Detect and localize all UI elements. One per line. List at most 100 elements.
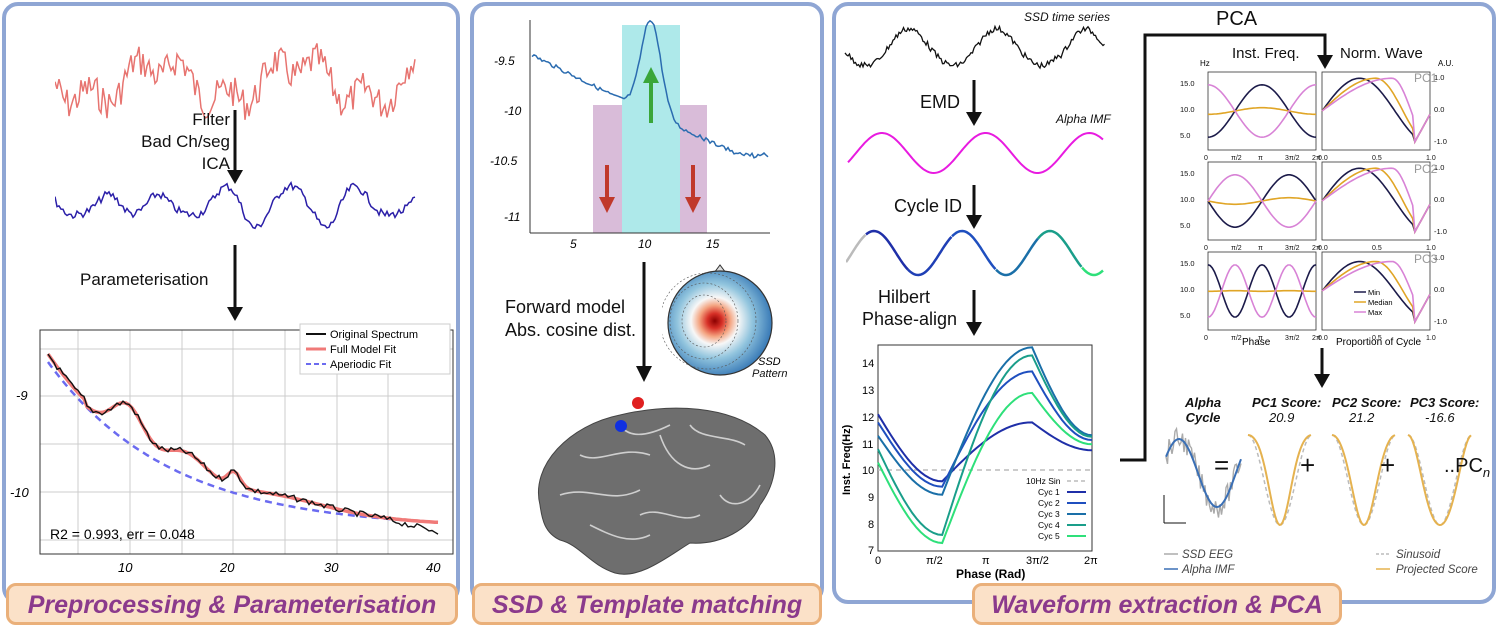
if-ytick-9: 9	[868, 492, 874, 504]
ssd-xtick-10: 10	[638, 237, 652, 251]
pca-left-ytick: 10.0	[1180, 105, 1195, 114]
equals-sign: =	[1214, 450, 1230, 480]
if-xtick-0: 0	[875, 555, 881, 567]
pca-xtick: 1.0	[1426, 155, 1436, 162]
pca-component-line	[1321, 167, 1431, 235]
arrow-down-scores	[1314, 348, 1330, 388]
pca-component-line	[1208, 289, 1316, 293]
if-ytick-12: 12	[862, 412, 874, 424]
plus-sign-2: +	[1380, 450, 1396, 480]
arrow-down-forward	[636, 262, 652, 382]
pca-xtick: 3π/2	[1285, 245, 1300, 252]
fooof-xtick-30: 30	[324, 560, 339, 574]
alpha-imf-trace	[847, 131, 1104, 175]
pca-xtick: 0.5	[1372, 245, 1382, 252]
cycle-segment	[846, 234, 867, 263]
pca-left-ytick: 15.0	[1180, 79, 1195, 88]
ssd-spectrum-plot: -9.5 -10 -10.5 -11 5 10 15	[490, 19, 770, 251]
pca-right-ytick: 1.0	[1434, 253, 1444, 262]
title-ssd: SSD & Template matching	[472, 583, 822, 625]
legend-ssd-eeg: SSD EEG	[1182, 549, 1233, 561]
fooof-xtick-10: 10	[118, 560, 133, 574]
if-xtick-2pi: 2π	[1084, 555, 1098, 567]
pc3-score-label: PC3 Score:	[1410, 395, 1480, 410]
pca-left-ytick: 10.0	[1180, 195, 1195, 204]
arrow-down-hilbert	[966, 290, 982, 336]
arrow-down-1	[227, 110, 243, 184]
pcn-text: ..PC	[1444, 455, 1483, 477]
legend-aperiodic: Aperiodic Fit	[330, 359, 391, 371]
cycle-id-label: Cycle ID	[894, 196, 963, 216]
fooof-spectrum-plot: -9 -10 10 20 30 40 Original Spectrum Ful…	[10, 323, 454, 574]
alpha-cycle-label: Alpha Cycle	[1178, 395, 1228, 425]
pca-component-line	[1321, 260, 1431, 325]
cycle-segment	[907, 236, 953, 277]
step-ica-label: ICA	[201, 154, 230, 173]
legend-full-fit: Full Model Fit	[330, 344, 396, 356]
pca-component-line	[1207, 84, 1317, 139]
pca-left-ytick: 15.0	[1180, 169, 1195, 178]
pc3-score-value: -16.6	[1425, 410, 1455, 425]
pca-xtick: π	[1258, 245, 1263, 252]
legend-projected: Projected Score	[1396, 564, 1478, 576]
pc2-score-value: 21.2	[1349, 410, 1375, 425]
pc3-label: PC3	[1414, 252, 1438, 266]
cosine-dist-label: Abs. cosine dist.	[505, 320, 637, 340]
pca-component-line	[1207, 83, 1317, 138]
pca-component-line	[1207, 174, 1317, 228]
pca-component-line	[1321, 77, 1431, 145]
if-legend-cyc5: Cyc 5	[1038, 531, 1060, 541]
raw-eeg-trace	[55, 43, 416, 120]
alpha-cycle-line1: Alpha	[1184, 395, 1222, 410]
if-xtick-pi: π	[982, 555, 990, 567]
pca-hz-label: Hz	[1200, 60, 1210, 68]
if-ytick-14: 14	[862, 358, 874, 370]
pca-xtick: 2π	[1312, 245, 1321, 252]
title-waveform: Waveform extraction & PCA	[972, 583, 1342, 625]
pca-xtick: 3π/2	[1285, 335, 1300, 342]
legend-original: Original Spectrum	[330, 329, 418, 341]
pca-xtick: π	[1258, 335, 1263, 342]
fooof-ytick-10: -10	[10, 485, 30, 500]
step-badch-label: Bad Ch/seg	[141, 132, 230, 151]
pca-component-line	[1321, 260, 1431, 325]
forward-model-label: Forward model	[505, 297, 626, 317]
pca-component-line	[1208, 106, 1316, 116]
step-filter-label: Filter	[168, 110, 230, 130]
pca-xtick: 0.5	[1372, 155, 1382, 162]
fooof-stat-text: R2 = 0.993, err = 0.048	[50, 526, 195, 542]
pc2-score-label: PC2 Score:	[1332, 395, 1402, 410]
title-preprocessing: Preprocessing & Parameterisation	[6, 583, 458, 625]
pca-left-xlabel: Phase	[1242, 337, 1271, 348]
inst-freq-cycle-line	[877, 413, 1093, 483]
if-legend-cyc4: Cyc 4	[1038, 520, 1060, 530]
pca-component-line	[1321, 77, 1431, 144]
if-ytick-11: 11	[862, 439, 873, 451]
fooof-xtick-40: 40	[426, 560, 441, 574]
pca-xtick: π/2	[1231, 155, 1242, 162]
pc1-score-plot	[1247, 434, 1312, 526]
if-legend-cyc1: Cyc 1	[1038, 487, 1060, 497]
pca-label: PCA	[1212, 8, 1262, 31]
plus-sign-1: +	[1300, 450, 1316, 480]
pca-xtick: 2π	[1312, 155, 1321, 162]
pca-xtick: 0.5	[1372, 335, 1382, 342]
legend-alpha-imf: Alpha IMF	[1181, 564, 1235, 576]
pca-xtick: 3π/2	[1285, 155, 1300, 162]
filter-text: Filter	[192, 110, 230, 129]
arrow-down-emd	[966, 80, 982, 126]
pca-component-line	[1321, 167, 1431, 234]
cycle-segment	[1037, 229, 1083, 268]
col-norm-wave: Norm. Wave	[1340, 45, 1423, 62]
pca-right-ytick: -1.0	[1434, 137, 1447, 146]
pca-connector	[1120, 33, 1333, 462]
ssd-xtick-5: 5	[570, 237, 577, 251]
topo-label-ssd: SSD	[758, 356, 781, 368]
pca-right-ytick: 1.0	[1434, 163, 1444, 172]
pca-subplot-frame	[1207, 71, 1317, 151]
fooof-xtick-20: 20	[219, 560, 235, 574]
pca-component-line	[1207, 264, 1317, 319]
fooof-ytick-9: -9	[16, 388, 28, 403]
pca-xtick: 0	[1204, 335, 1208, 342]
